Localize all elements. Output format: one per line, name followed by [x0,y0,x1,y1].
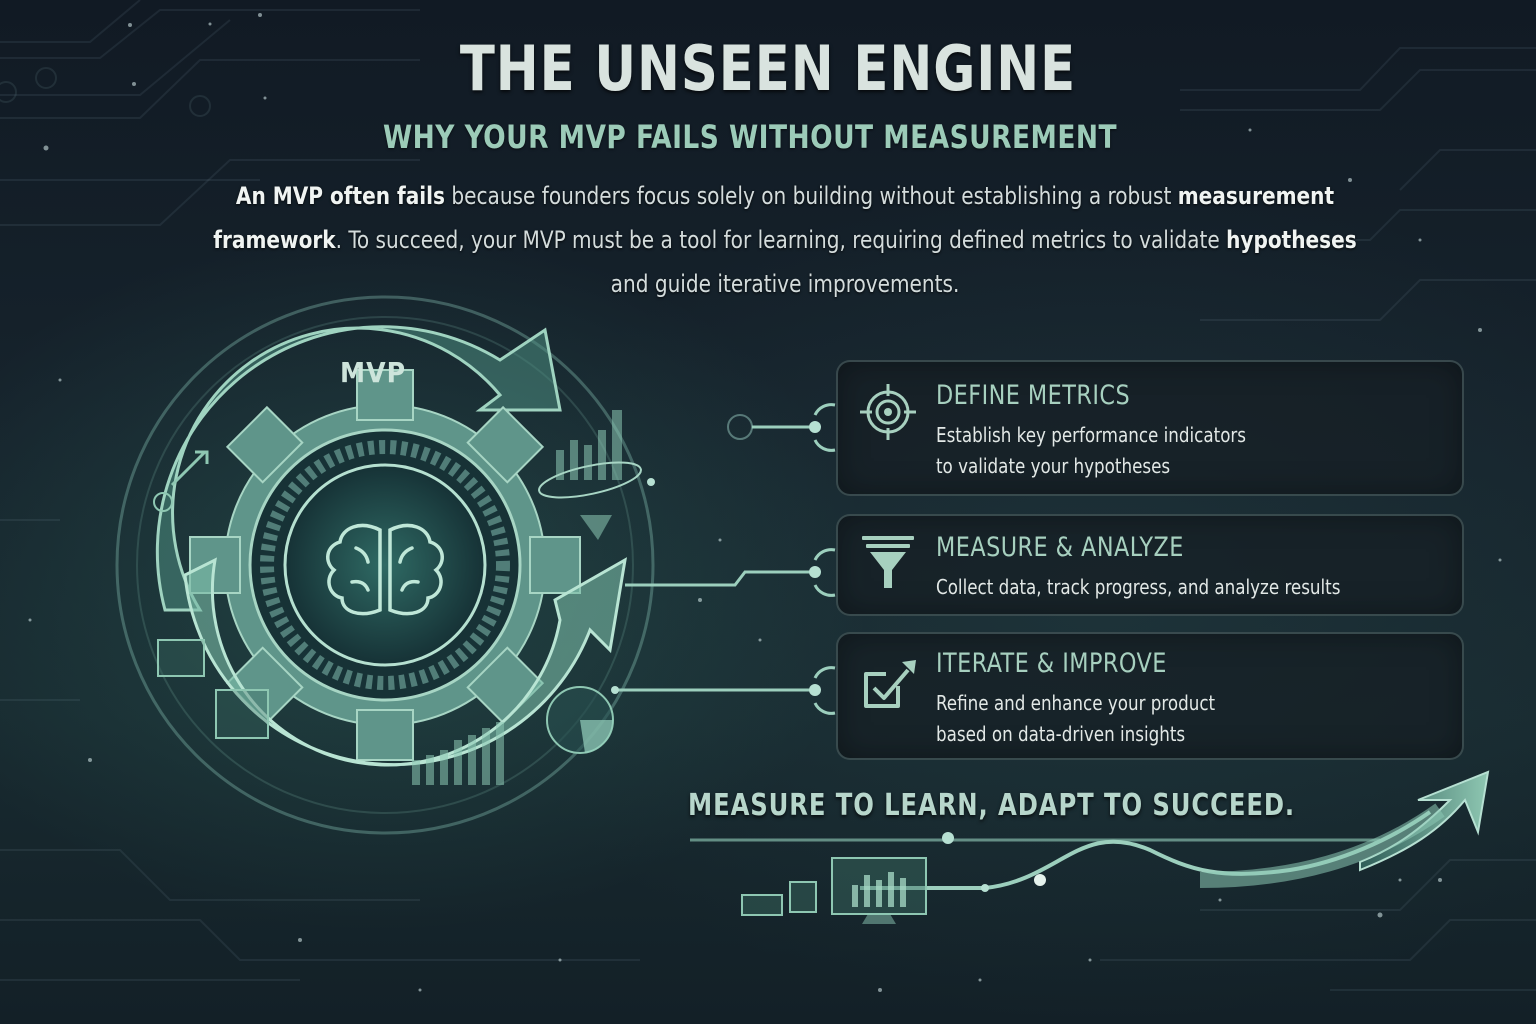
step-description-line-2: to validate your hypotheses [936,454,1171,478]
step-description-line-1: Establish key performance indicators [936,423,1247,447]
step-card-iterate-improve: ITERATE & IMPROVE Refine and enhance you… [836,632,1464,760]
intro-emphasis-hypotheses: hypotheses [1226,226,1357,254]
target-icon [860,384,916,440]
intro-text-3: and guide iterative improvements. [610,270,960,298]
step-title: MEASURE & ANALYZE [936,532,1184,563]
brain-icon [326,523,444,616]
footer-tagline: MEASURE TO LEARN, ADAPT TO SUCCEED. [688,788,1296,823]
funnel-icon [862,536,914,588]
step-description-line-2: based on data-driven insights [936,722,1186,746]
step-title: DEFINE METRICS [936,380,1131,411]
step-card-measure-analyze: MEASURE & ANALYZE Collect data, track pr… [836,514,1464,616]
step-card-define-metrics: DEFINE METRICS Establish key performance… [836,360,1464,496]
intro-text-1: because founders focus solely on buildin… [444,182,1178,210]
step-description-line-1: Collect data, track progress, and analyz… [936,575,1341,599]
step-title: ITERATE & IMPROVE [936,648,1167,679]
gear-icon [189,369,581,761]
checkbox-arrow-icon [864,660,916,708]
page-title: THE UNSEEN ENGINE [459,32,1077,105]
mvp-cycle-label: MVP [340,356,407,389]
page-subtitle: WHY YOUR MVP FAILS WITHOUT MEASUREMENT [382,118,1118,156]
intro-emphasis-framework: measurement framework [213,182,1335,254]
step-description-line-1: Refine and enhance your product [936,691,1216,715]
intro-text-2: . To succeed, your MVP must be a tool fo… [335,226,1227,254]
intro-emphasis-fails: An MVP often fails [235,182,445,210]
intro-paragraph: An MVP often fails because founders focu… [213,174,1357,306]
